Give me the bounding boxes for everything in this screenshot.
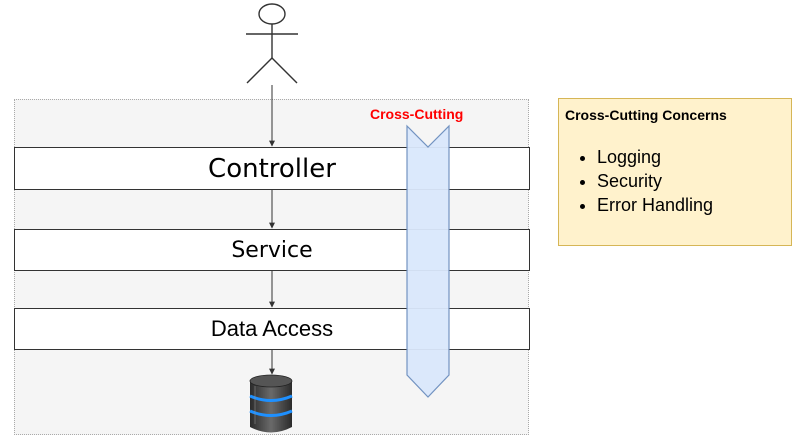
list-item: Logging: [597, 145, 785, 169]
database-icon: [249, 374, 293, 433]
list-item: Error Handling: [597, 193, 785, 217]
stick-figure-user-icon: [246, 3, 298, 84]
cross-cutting-label: Cross-Cutting: [370, 106, 464, 122]
controller-label: Controller: [208, 153, 336, 184]
concerns-list: Logging Security Error Handling: [565, 145, 785, 217]
note-title: Cross-Cutting Concerns: [565, 107, 727, 123]
service-label: Service: [231, 237, 313, 263]
list-item: Security: [597, 169, 785, 193]
data-access-label: Data Access: [210, 316, 334, 341]
cross-cutting-arrow: [406, 124, 450, 398]
cross-cutting-concerns-note: Cross-Cutting Concerns Logging Security …: [558, 98, 792, 246]
